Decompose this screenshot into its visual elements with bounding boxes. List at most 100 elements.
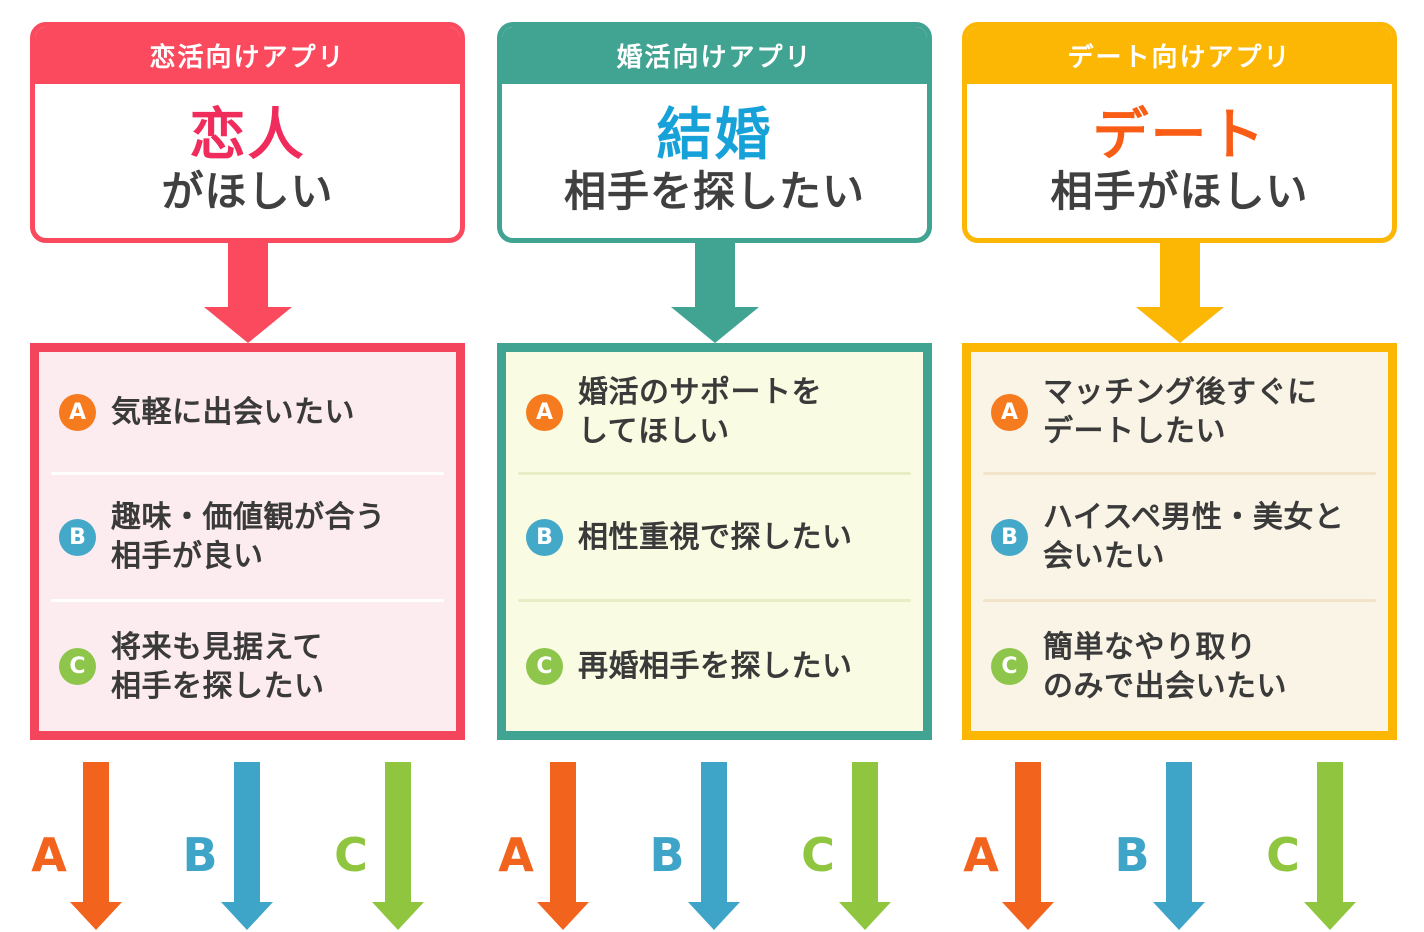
need-item: B 相性重視で探したい	[518, 475, 911, 599]
result-arrow-head	[839, 902, 891, 930]
item-divider	[983, 599, 1376, 602]
result-arrow-icon: C	[1266, 762, 1356, 930]
result-arrow-icon: B	[182, 762, 273, 930]
result-arrow-head	[70, 902, 122, 930]
option-badge: A	[526, 393, 563, 431]
result-arrow-icon: A	[963, 762, 1054, 930]
item-divider	[983, 472, 1376, 475]
down-arrow-stem	[694, 243, 735, 307]
need-item: A 気軽に出会いたい	[51, 352, 444, 472]
app-type-label: 婚活向けアプリ	[616, 43, 813, 73]
need-text: ハイスペ男性・美女と会いたい	[1043, 500, 1345, 574]
app-column: 恋活向けアプリ 恋人 がほしい A 気軽に出会いたい B 趣味・価値観が合う相手…	[30, 22, 465, 930]
need-item: C 簡単なやり取りのみで出会いたい	[983, 602, 1376, 731]
need-item: B 趣味・価値観が合う相手が良い	[51, 475, 444, 599]
result-arrow-stem	[852, 762, 878, 902]
option-badge: B	[526, 518, 563, 556]
result-arrow-label: C	[801, 828, 835, 882]
app-type-body: デート 相手がほしい	[967, 84, 1392, 238]
result-arrow-label: B	[182, 828, 218, 882]
result-arrow-label: A	[963, 828, 999, 882]
result-arrow-icon: B	[649, 762, 740, 930]
option-badge: C	[991, 648, 1028, 685]
needs-list: A 婚活のサポートをしてほしい B 相性重視で探したい C 再婚相手を探したい	[497, 343, 932, 740]
down-arrow-icon	[497, 243, 932, 343]
goal-keyword: デート	[1092, 102, 1267, 168]
need-text: 相性重視で探したい	[578, 519, 853, 555]
result-arrow-icon: A	[31, 762, 122, 930]
need-item: C 将来も見据えて相手を探したい	[51, 602, 444, 731]
item-divider	[51, 472, 444, 475]
result-arrow-stem	[83, 762, 109, 902]
result-arrow-head	[688, 902, 740, 930]
item-divider	[518, 472, 911, 475]
result-arrow-head	[1304, 902, 1356, 930]
result-arrow-label: B	[649, 828, 685, 882]
result-arrow-head	[221, 902, 273, 930]
needs-list: A 気軽に出会いたい B 趣味・価値観が合う相手が良い C 将来も見据えて相手を…	[30, 343, 465, 740]
result-arrow-stem	[701, 762, 727, 902]
option-badge: B	[59, 518, 96, 556]
option-badge: C	[59, 648, 96, 685]
app-type-card: 婚活向けアプリ 結婚 相手を探したい	[497, 22, 932, 243]
down-arrow-stem	[1159, 243, 1200, 307]
need-text: 再婚相手を探したい	[578, 649, 853, 684]
app-type-label: 恋活向けアプリ	[149, 43, 346, 73]
result-arrow-stem	[234, 762, 260, 902]
result-arrow-head	[1002, 902, 1054, 930]
down-arrow-stem	[227, 243, 268, 307]
result-arrow-icon: B	[1114, 762, 1205, 930]
result-arrow-stem	[385, 762, 411, 902]
result-arrow-label: A	[498, 828, 534, 882]
option-badge: A	[59, 393, 96, 431]
app-type-card: 恋活向けアプリ 恋人 がほしい	[30, 22, 465, 243]
result-arrow-stem	[550, 762, 576, 902]
down-arrow-icon	[962, 243, 1397, 343]
result-arrow-head	[537, 902, 589, 930]
need-text: 趣味・価値観が合う相手が良い	[111, 500, 386, 574]
item-divider	[51, 599, 444, 602]
goal-keyword: 結婚	[656, 102, 773, 168]
need-text: マッチング後すぐにデートしたい	[1043, 375, 1318, 449]
result-arrow-icon: C	[801, 762, 891, 930]
goal-subtitle: 相手がほしい	[1050, 167, 1309, 217]
app-type-card: デート向けアプリ デート 相手がほしい	[962, 22, 1397, 243]
need-item: A 婚活のサポートをしてほしい	[518, 352, 911, 472]
goal-keyword: 恋人	[189, 102, 306, 168]
app-type-header: 恋活向けアプリ	[35, 27, 460, 84]
item-divider	[518, 599, 911, 602]
need-item: B ハイスペ男性・美女と会いたい	[983, 475, 1376, 599]
need-text: 将来も見据えて相手を探したい	[111, 629, 325, 704]
down-arrow-head	[670, 307, 759, 343]
result-arrow-icon: A	[498, 762, 589, 930]
result-arrow-stem	[1317, 762, 1343, 902]
down-arrow-head	[1135, 307, 1224, 343]
result-arrow-label: B	[1114, 828, 1150, 882]
result-arrow-label: A	[31, 828, 67, 882]
result-arrow-stem	[1166, 762, 1192, 902]
app-type-label: デート向けアプリ	[1067, 43, 1292, 73]
need-text: 気軽に出会いたい	[111, 394, 355, 430]
app-column: 婚活向けアプリ 結婚 相手を探したい A 婚活のサポートをしてほしい B 相性重…	[497, 22, 932, 930]
goal-subtitle: 相手を探したい	[563, 167, 865, 217]
result-arrow-head	[372, 902, 424, 930]
need-item: A マッチング後すぐにデートしたい	[983, 352, 1376, 472]
option-badge: A	[991, 393, 1028, 431]
app-type-header: デート向けアプリ	[967, 27, 1392, 84]
need-item: C 再婚相手を探したい	[518, 602, 911, 731]
need-text: 簡単なやり取りのみで出会いたい	[1043, 629, 1287, 704]
result-arrow-stem	[1015, 762, 1041, 902]
result-arrow-label: C	[1266, 828, 1300, 882]
down-arrow-icon	[30, 243, 465, 343]
app-type-header: 婚活向けアプリ	[502, 27, 927, 84]
app-type-body: 結婚 相手を探したい	[502, 84, 927, 238]
needs-list: A マッチング後すぐにデートしたい B ハイスペ男性・美女と会いたい C 簡単な…	[962, 343, 1397, 740]
app-column: デート向けアプリ デート 相手がほしい A マッチング後すぐにデートしたい B …	[962, 22, 1397, 930]
goal-subtitle: がほしい	[161, 167, 334, 217]
result-arrow-label: C	[334, 828, 368, 882]
result-arrow-icon: C	[334, 762, 424, 930]
app-type-body: 恋人 がほしい	[35, 84, 460, 238]
option-badge: C	[526, 648, 563, 685]
option-badge: B	[991, 518, 1028, 556]
result-arrow-head	[1153, 902, 1205, 930]
